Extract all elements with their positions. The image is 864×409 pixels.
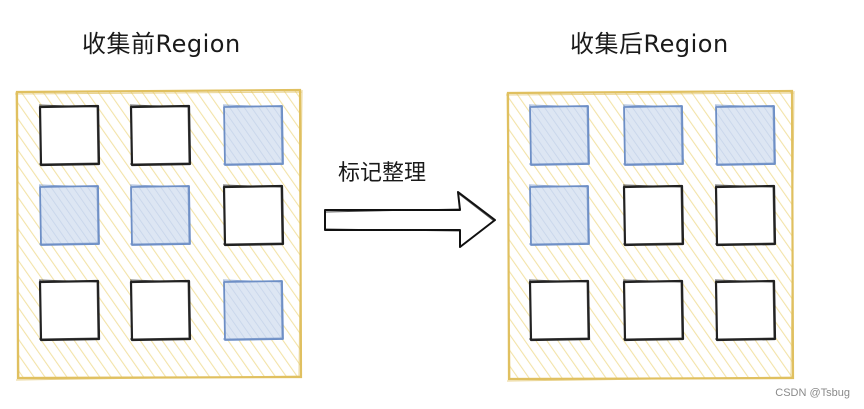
live-object	[528, 279, 591, 342]
garbage-object	[528, 184, 590, 246]
object-hatch	[224, 106, 282, 164]
object-outline-sketch	[528, 184, 590, 246]
garbage-object	[38, 184, 100, 246]
live-object	[38, 279, 101, 342]
object-outline-sketch	[129, 104, 191, 166]
live-object	[38, 104, 101, 167]
object-fill	[131, 281, 189, 339]
arrow-label: 标记整理	[338, 161, 427, 186]
object-outline-sketch	[222, 104, 284, 166]
watermark: CSDN @Tsbug	[775, 387, 850, 399]
object-hatch	[131, 186, 189, 244]
object-outline-sketch	[38, 184, 100, 246]
live-object	[622, 279, 685, 342]
live-object	[714, 279, 777, 342]
object-outline-sketch	[129, 279, 191, 341]
object-outline-sketch	[222, 279, 284, 341]
object-fill	[624, 281, 682, 339]
object-outline-sketch	[129, 184, 191, 246]
region-after-grid	[528, 104, 777, 342]
object-outline-sketch	[38, 104, 100, 166]
object-outline-sketch	[528, 279, 590, 341]
object-outline-sketch	[528, 104, 590, 166]
region-after	[505, 89, 795, 382]
object-outline-sketch	[222, 184, 284, 246]
live-object	[129, 104, 192, 167]
object-outline-sketch	[714, 184, 776, 246]
compaction-arrow	[324, 191, 496, 248]
object-fill	[716, 281, 774, 339]
garbage-object	[528, 104, 590, 166]
live-object	[222, 184, 285, 247]
region-after-border-sketch	[505, 90, 795, 382]
object-outline-sketch	[714, 279, 776, 341]
object-fill	[224, 186, 282, 244]
object-fill	[716, 186, 774, 244]
object-fill	[624, 186, 682, 244]
arrow-shape-sketch	[325, 193, 495, 246]
object-hatch	[624, 106, 682, 164]
object-fill	[530, 281, 588, 339]
garbage-object	[714, 104, 776, 166]
object-fill	[131, 106, 189, 164]
object-hatch	[40, 186, 98, 244]
object-fill	[40, 281, 98, 339]
region-before-grid	[38, 104, 285, 342]
object-outline-sketch	[622, 184, 684, 246]
object-outline-sketch	[622, 104, 684, 166]
object-outline-sketch	[38, 279, 100, 341]
title-after: 收集后Region	[570, 30, 729, 58]
arrow-shape	[324, 191, 496, 248]
live-object	[622, 184, 685, 247]
object-hatch	[530, 106, 588, 164]
region-before	[14, 88, 303, 381]
garbage-object	[129, 184, 191, 246]
garbage-object	[222, 104, 284, 166]
object-fill	[40, 106, 98, 164]
object-hatch	[716, 106, 774, 164]
garbage-object	[622, 104, 684, 166]
object-hatch	[530, 186, 588, 244]
region-before-border-sketch	[14, 89, 303, 381]
object-hatch	[224, 281, 282, 339]
live-object	[129, 279, 192, 342]
live-object	[714, 184, 777, 247]
object-outline-sketch	[622, 279, 684, 341]
title-before: 收集前Region	[82, 30, 241, 58]
garbage-object	[222, 279, 284, 341]
object-outline-sketch	[714, 104, 776, 166]
